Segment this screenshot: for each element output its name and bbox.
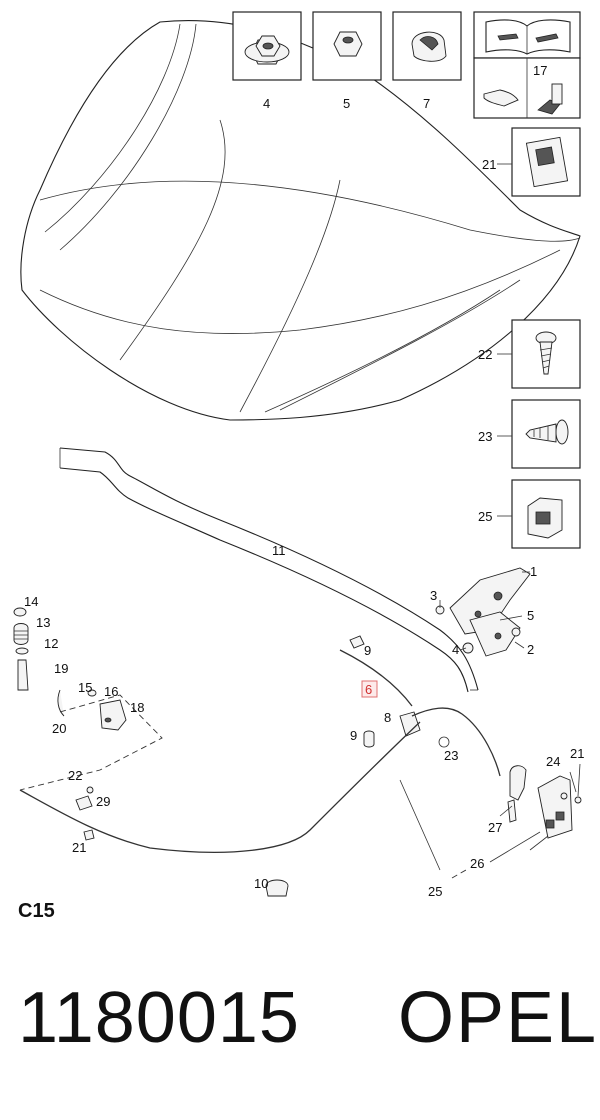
callout-24: 23 [444, 748, 458, 763]
callout-1: 1 [530, 564, 537, 579]
box-label-5: 5 [343, 96, 350, 111]
leader-lines [399, 163, 581, 879]
callout-7: 9 [364, 643, 371, 658]
callout-21: 21 [72, 840, 86, 855]
callout-25: 24 [546, 754, 560, 769]
callout-12: 12 [44, 636, 58, 651]
hood-seal [59, 447, 479, 693]
callout-16: 16 [104, 684, 118, 699]
callout-2: 2 [527, 642, 534, 657]
box-label-7: 7 [423, 96, 430, 111]
part-box-25 [511, 479, 581, 549]
callout-10: 10 [254, 876, 268, 891]
callout-23: 21 [570, 746, 584, 761]
part-box-manual [473, 11, 581, 59]
box-label-17: 17 [533, 63, 547, 78]
callout-14: 14 [24, 594, 38, 609]
part-box-23 [511, 399, 581, 469]
callout-29: 29 [96, 794, 110, 809]
callout-22: 22 [68, 768, 82, 783]
callout-6-highlighted: 6 [361, 680, 378, 698]
hood-release-cable [19, 635, 582, 897]
box-label-4: 4 [263, 96, 270, 111]
callout-19: 19 [54, 661, 68, 676]
hood-panel [20, 19, 581, 421]
callout-27: 26 [470, 856, 484, 871]
callout-20: 20 [52, 721, 66, 736]
brand-name: OPEL [398, 978, 599, 1058]
callout-8: 8 [384, 710, 391, 725]
part-box-4 [232, 11, 302, 81]
callout-4: 4 [452, 642, 459, 657]
part-box-22 [511, 319, 581, 389]
callout-13: 13 [36, 615, 50, 630]
callout-26: 25 [428, 884, 442, 899]
section-code: C15 [18, 900, 55, 922]
box-label-21: 21 [482, 157, 496, 172]
callout-15: 15 [78, 680, 92, 695]
part-box-5 [312, 11, 382, 81]
callout-28: 27 [488, 820, 502, 835]
box-label-25: 25 [478, 509, 492, 524]
part-box-21 [511, 127, 581, 197]
callout-11: 11 [272, 543, 286, 558]
hood-buffer-parts [13, 607, 163, 841]
part-number: 1180015 [18, 978, 300, 1058]
callout-3: 3 [430, 588, 437, 603]
part-box-7 [392, 11, 462, 81]
callout-5: 5 [527, 608, 534, 623]
box-label-23: 23 [478, 429, 492, 444]
callout-6: 6 [365, 682, 372, 697]
box-label-22: 22 [478, 347, 492, 362]
callout-9: 9 [350, 728, 357, 743]
part-box-17 [473, 57, 581, 119]
callout-18: 18 [130, 700, 144, 715]
hood-hinge-assembly [435, 567, 531, 657]
